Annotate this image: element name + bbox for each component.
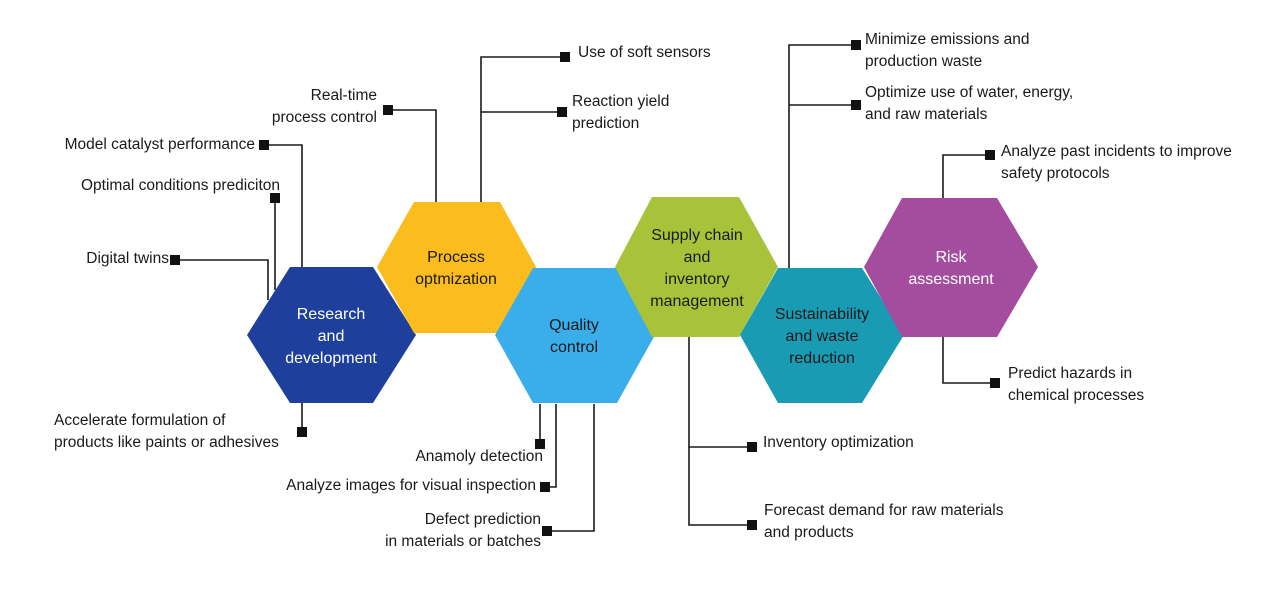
label-line: Reaction yield xyxy=(572,93,670,110)
hexagon-label-line: and xyxy=(318,328,345,345)
label-realtime-control: Real-time process control xyxy=(272,85,377,129)
connector-inventory-optimization xyxy=(688,337,752,448)
marker-past-incidents xyxy=(985,150,995,160)
label-line: Analyze images for visual inspection xyxy=(286,477,536,494)
hexagon-label-line: development xyxy=(285,350,377,367)
label-line: products like paints or adhesives xyxy=(54,434,279,451)
connector-forecast-demand xyxy=(688,447,752,526)
connector-predict-hazards xyxy=(942,337,995,384)
label-optimal-conditions: Optimal conditions prediciton xyxy=(81,175,280,197)
marker-anomaly-detection xyxy=(535,439,545,449)
label-optimize-water: Optimize use of water, energy, and raw ma… xyxy=(865,82,1073,126)
hexagon-label-line: inventory xyxy=(665,271,730,288)
hexagon-label-line: Risk xyxy=(935,249,967,266)
label-predict-hazards: Predict hazards in chemical processes xyxy=(1008,363,1144,407)
label-soft-sensors: Use of soft sensors xyxy=(578,42,711,64)
hexagon-label-line: control xyxy=(550,339,598,356)
label-line: production waste xyxy=(865,53,983,70)
label-line: Digital twins xyxy=(86,250,169,267)
hexagon-label-line: reduction xyxy=(789,350,855,367)
label-accelerate-formulation: Accelerate formulation of products like p… xyxy=(54,410,279,454)
marker-realtime-control xyxy=(383,105,393,115)
label-minimize-emissions: Minimize emissions and production waste xyxy=(865,29,1030,73)
hexagon-label-line: Sustainability xyxy=(775,306,869,323)
label-line: Forecast demand for raw materials xyxy=(764,502,1004,519)
connector-digital-twins xyxy=(175,259,269,300)
label-line: Optimize use of water, energy, xyxy=(865,84,1074,101)
marker-soft-sensors xyxy=(560,52,570,62)
label-defect-prediction: Defect prediction in materials or batches xyxy=(385,509,541,553)
label-line: prediction xyxy=(572,115,640,132)
label-line: Minimize emissions and xyxy=(865,31,1030,48)
marker-optimize-water xyxy=(851,100,861,110)
label-reaction-yield: Reaction yield prediction xyxy=(572,91,669,135)
hexagon-research-development: Research and development xyxy=(247,267,416,403)
hexagon-label-line: Process xyxy=(427,249,485,266)
hexagon-label-line: Quality xyxy=(549,317,599,334)
marker-inventory-optimization xyxy=(747,442,757,452)
label-anomaly-detection: Anamoly detection xyxy=(415,446,543,468)
hexagon-label-line: and waste xyxy=(786,328,859,345)
label-line: Defect prediction xyxy=(424,511,541,528)
label-line: Predict hazards in xyxy=(1008,365,1133,382)
marker-digital-twins xyxy=(170,255,180,265)
label-forecast-demand: Forecast demand for raw materials and pro… xyxy=(764,500,1003,544)
label-line: Anamoly detection xyxy=(415,448,543,465)
label-line: and raw materials xyxy=(865,106,988,123)
marker-accelerate-formulation xyxy=(297,427,307,437)
label-line: Optimal conditions prediciton xyxy=(80,177,280,194)
hexagon-label-line: Supply chain xyxy=(651,227,743,244)
label-line: chemical processes xyxy=(1008,387,1145,404)
connector-past-incidents xyxy=(942,154,990,198)
connector-markers xyxy=(170,40,1000,536)
hexagon-sustainability: Sustainability and waste reduction xyxy=(740,268,904,403)
hexagon-label-line: assessment xyxy=(908,271,994,288)
marker-defect-prediction xyxy=(542,526,552,536)
connector-visual-inspection xyxy=(545,404,557,488)
hexagon-label-line: management xyxy=(650,293,744,310)
connector-defect-prediction xyxy=(547,404,595,532)
hexagon-supply-chain: Supply chain and inventory management xyxy=(615,197,778,337)
label-line: Use of soft sensors xyxy=(578,44,711,61)
hexagon-label-line: optmization xyxy=(415,271,497,288)
marker-minimize-emissions xyxy=(851,40,861,50)
hexagon-label-line: Research xyxy=(297,306,365,323)
label-line: safety protocols xyxy=(1001,165,1110,182)
label-inventory-optimization: Inventory optimization xyxy=(763,432,914,454)
hexagon-label-line: and xyxy=(684,249,711,266)
marker-model-catalyst xyxy=(259,140,269,150)
connector-lines xyxy=(175,44,995,532)
marker-optimal-conditions xyxy=(270,193,280,203)
label-visual-inspection: Analyze images for visual inspection xyxy=(286,475,536,497)
connector-minimize-emissions xyxy=(788,44,856,268)
label-line: Analyze past incidents to improve xyxy=(1001,143,1232,160)
hexagon-quality-control: Quality control xyxy=(495,268,655,403)
marker-predict-hazards xyxy=(990,378,1000,388)
label-line: Inventory optimization xyxy=(763,434,914,451)
label-line: in materials or batches xyxy=(385,533,541,550)
hexagon-process-optimization: Process optmization xyxy=(377,202,536,333)
label-past-incidents: Analyze past incidents to improve safety … xyxy=(1001,141,1232,185)
marker-visual-inspection xyxy=(540,482,550,492)
connector-soft-sensors xyxy=(480,56,565,202)
label-digital-twins: Digital twins xyxy=(86,248,169,270)
hexagon-risk-assessment: Risk assessment xyxy=(864,198,1038,337)
label-model-catalyst: Model catalyst performance xyxy=(65,134,255,156)
marker-forecast-demand xyxy=(747,520,757,530)
label-line: Real-time xyxy=(310,87,377,104)
label-line: Model catalyst performance xyxy=(64,136,255,153)
label-line: process control xyxy=(271,109,377,126)
marker-reaction-yield xyxy=(557,107,567,117)
connector-realtime-control xyxy=(388,109,437,202)
label-line: and products xyxy=(764,524,854,541)
label-line: Accelerate formulation of xyxy=(54,412,226,429)
connector-model-catalyst xyxy=(264,144,303,268)
